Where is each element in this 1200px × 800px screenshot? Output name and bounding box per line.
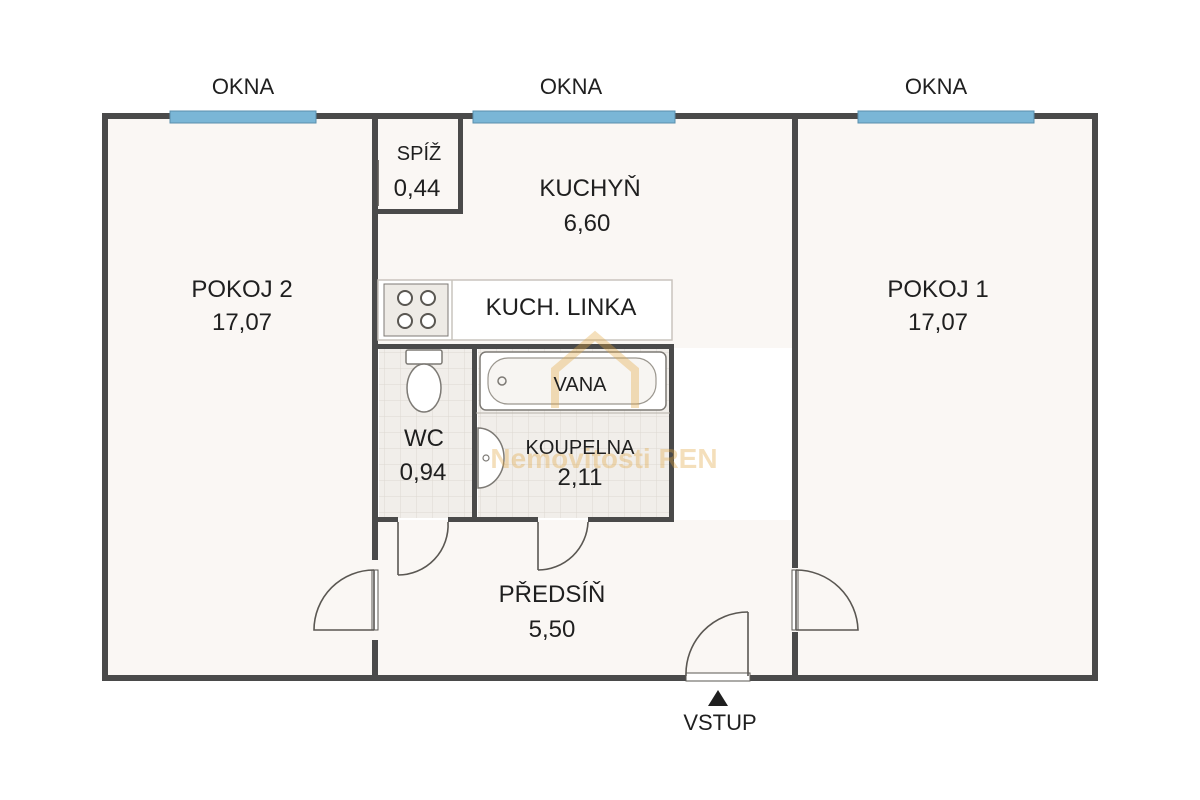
room-name-pokoj2: POKOJ 2 [191,276,292,303]
room-area-pokoj2: 17,07 [212,309,272,336]
floor-spiz [379,124,459,210]
stove [383,283,449,337]
window-label-right: OKNA [905,74,968,99]
window-label-center: OKNA [540,74,603,99]
room-name-kuchyn: KUCHYŇ [539,175,640,202]
window-left [169,110,317,124]
interior-walls [372,116,798,678]
window-center [472,110,676,124]
room-area-kuchyn: 6,60 [564,210,611,237]
doors [313,160,859,682]
floor-pokoj1 [796,118,1092,676]
entrance-arrow-icon [708,690,728,706]
room-area-koupelna: 2,11 [558,464,603,491]
entrance-label: VSTUP [683,710,756,735]
counter-label: KUCH. LINKA [486,294,637,321]
watermark-text: Nemovitosti REN [490,443,717,474]
window-label-left: OKNA [212,74,275,99]
room-name-pokoj1: POKOJ 1 [887,276,988,303]
toilet-icon [405,349,443,413]
drain-icon [497,376,507,386]
watermark-logo: Nemovitosti REN [490,330,718,474]
room-area-pokoj1: 17,07 [908,309,968,336]
room-name-spiz: SPÍŽ [397,142,441,165]
room-area-spiz: 0,44 [394,175,441,202]
stove-burner-icon [397,290,436,329]
room-area-predsin: 5,50 [529,616,576,643]
room-area-wc: 0,94 [400,459,447,486]
room-name-koupelna: KOUPELNA [526,437,636,459]
floor-pokoj2 [108,118,376,676]
window-right [857,110,1035,124]
bath-label: VANA [554,374,608,396]
floor-predsin [376,520,796,676]
room-name-wc: WC [404,425,444,452]
sink-icon [477,427,505,489]
room-name-predsin: PŘEDSÍŇ [499,581,606,608]
